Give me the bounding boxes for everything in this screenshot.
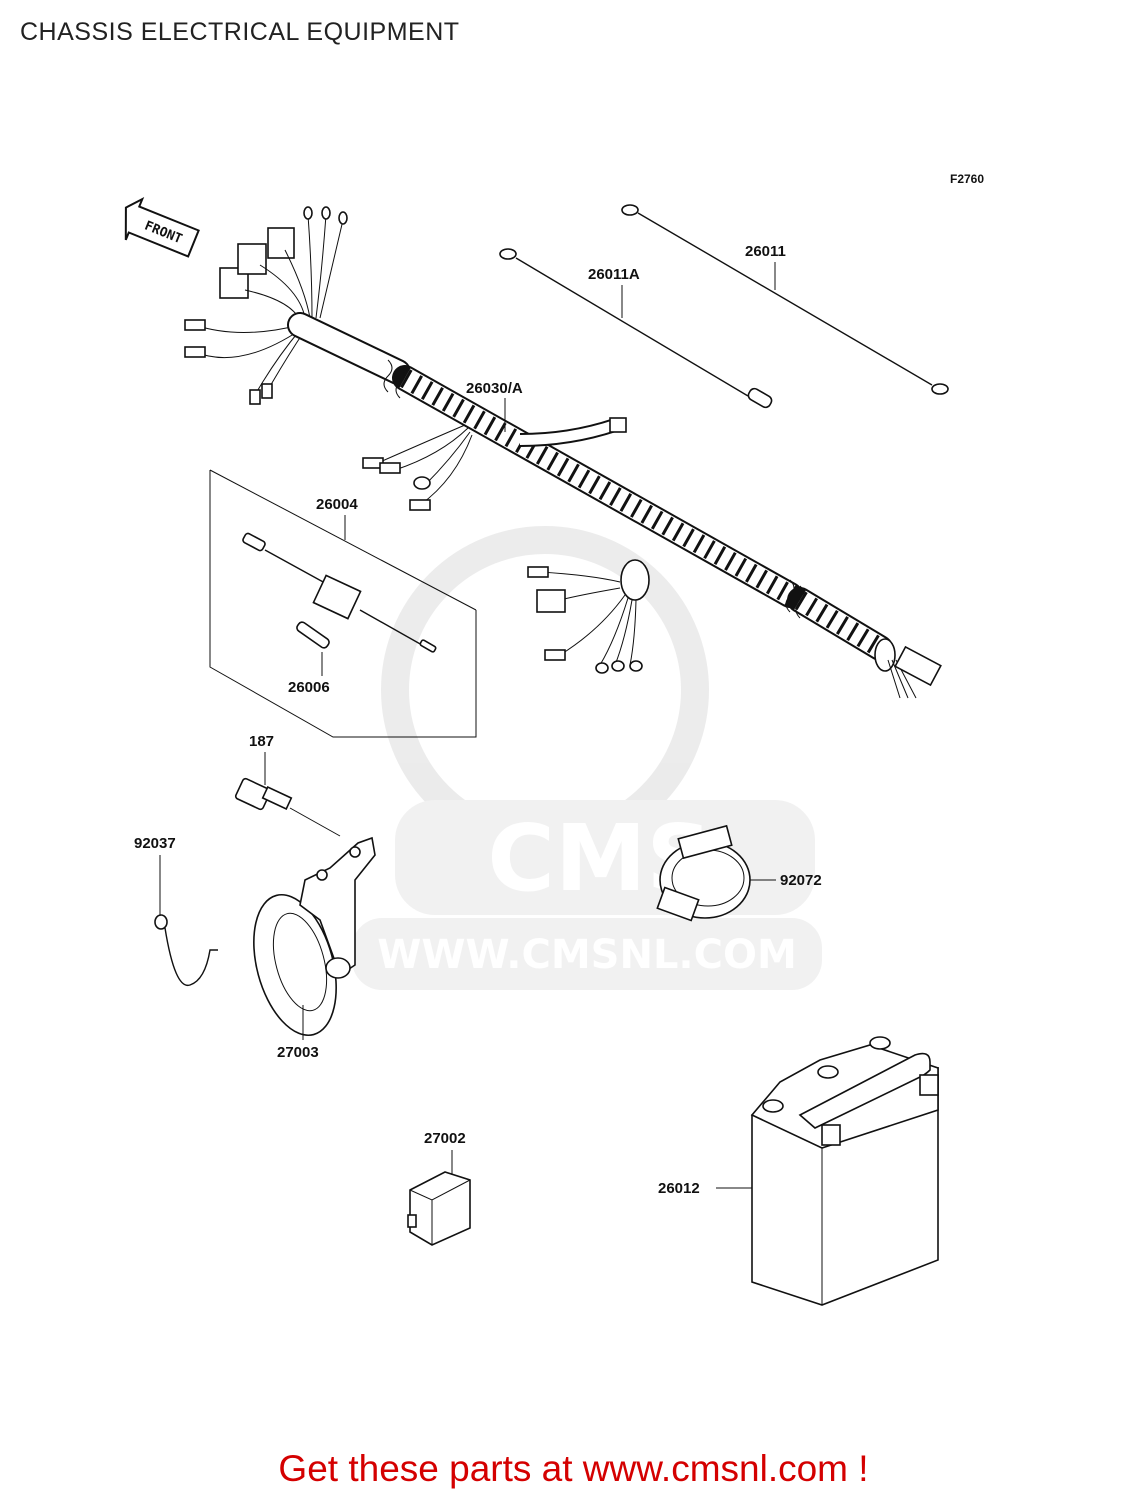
label-92072: 92072: [780, 872, 822, 889]
label-92037: 92037: [134, 835, 176, 852]
parts-diagram: CMS WWW.CMSNL.COM F2760 FRONT 26011 2601…: [124, 172, 984, 1306]
part-26012-battery: [716, 1036, 939, 1306]
label-26011A: 26011A: [588, 266, 640, 283]
front-arrow-icon: FRONT: [124, 196, 200, 258]
part-92072-clamp: [656, 824, 776, 922]
part-26030A-harness: [184, 206, 942, 699]
page-title: CHASSIS ELECTRICAL EQUIPMENT: [20, 18, 460, 46]
watermark: CMS WWW.CMSNL.COM: [352, 526, 822, 990]
label-27002: 27002: [424, 1130, 466, 1147]
footer-link[interactable]: Get these parts at www.cmsnl.com !: [278, 1448, 869, 1489]
label-26004: 26004: [316, 496, 358, 513]
label-26012: 26012: [658, 1180, 700, 1197]
watermark-url: WWW.CMSNL.COM: [377, 932, 797, 978]
part-27003-horn: [253, 836, 376, 1040]
diagram-code: F2760: [950, 172, 984, 186]
part-187-bolt: [234, 752, 341, 837]
part-92037-wire: [154, 855, 218, 986]
label-26030A: 26030/A: [466, 380, 523, 397]
part-27002-relay: [407, 1150, 471, 1246]
part-26011-cable: [621, 204, 949, 395]
label-26011: 26011: [745, 243, 786, 260]
label-187: 187: [249, 733, 274, 750]
part-26004-fuse-group: [209, 469, 477, 738]
label-27003: 27003: [277, 1044, 319, 1061]
label-26006: 26006: [288, 679, 330, 696]
part-26011A-cable: [499, 248, 773, 409]
